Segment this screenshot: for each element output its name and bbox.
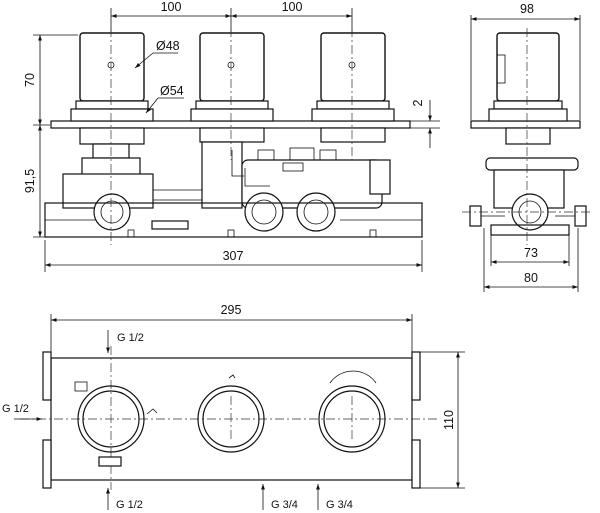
wall-plate — [50, 120, 411, 129]
stem-right — [320, 127, 386, 143]
cap-left — [70, 32, 154, 122]
inlet-right — [296, 192, 336, 232]
dim-bracket-inner: 73 — [524, 246, 538, 260]
flow-icon — [228, 374, 236, 379]
shower-icon — [74, 381, 88, 392]
knob-right — [318, 370, 386, 453]
front-view: 100 100 70 91,5 2 — [23, 0, 440, 272]
dim-depth-top: 98 — [520, 2, 534, 16]
valve-body — [62, 141, 391, 209]
knob-left — [74, 381, 158, 467]
dim-spacing-left: 100 — [161, 0, 182, 14]
dim-rosette-diameter: Ø54 — [160, 84, 184, 98]
stem-middle — [199, 127, 265, 143]
plan-view: 295 110 — [2, 303, 465, 511]
dim-cap-diameter: Ø48 — [156, 39, 180, 53]
dim-spacing-right: 100 — [282, 0, 303, 14]
dim-bracket-outer: 80 — [524, 271, 538, 285]
dim-cap-height: 70 — [23, 73, 37, 87]
inlet-middle — [244, 192, 284, 232]
temperature-scale-icon — [329, 370, 377, 384]
cap-middle — [190, 32, 274, 122]
side-bracket-left — [469, 205, 482, 227]
dim-overall-length: 307 — [223, 249, 244, 263]
conn-bottom-left: G 1/2 — [116, 499, 143, 511]
dim-plate-thickness: 2 — [411, 99, 425, 106]
side-view: 98 73 80 — [462, 2, 593, 292]
side-bracket-right — [574, 205, 587, 227]
diverter-label-plate — [98, 456, 122, 467]
conn-bottom-right: G 3/4 — [326, 499, 353, 511]
tap-icon — [146, 408, 158, 415]
dim-plate-length: 295 — [221, 303, 242, 317]
side-cap — [496, 32, 560, 102]
conn-top-left: G 1/2 — [117, 332, 144, 344]
conn-side-left: G 1/2 — [2, 403, 29, 415]
cap-right — [311, 32, 395, 122]
stem-left — [79, 127, 145, 145]
dim-body-height: 91,5 — [23, 169, 37, 193]
dim-plate-height: 110 — [442, 410, 456, 430]
conn-bottom-mid: G 3/4 — [271, 499, 298, 511]
knob-middle — [197, 374, 265, 453]
inlet-left — [93, 193, 131, 231]
